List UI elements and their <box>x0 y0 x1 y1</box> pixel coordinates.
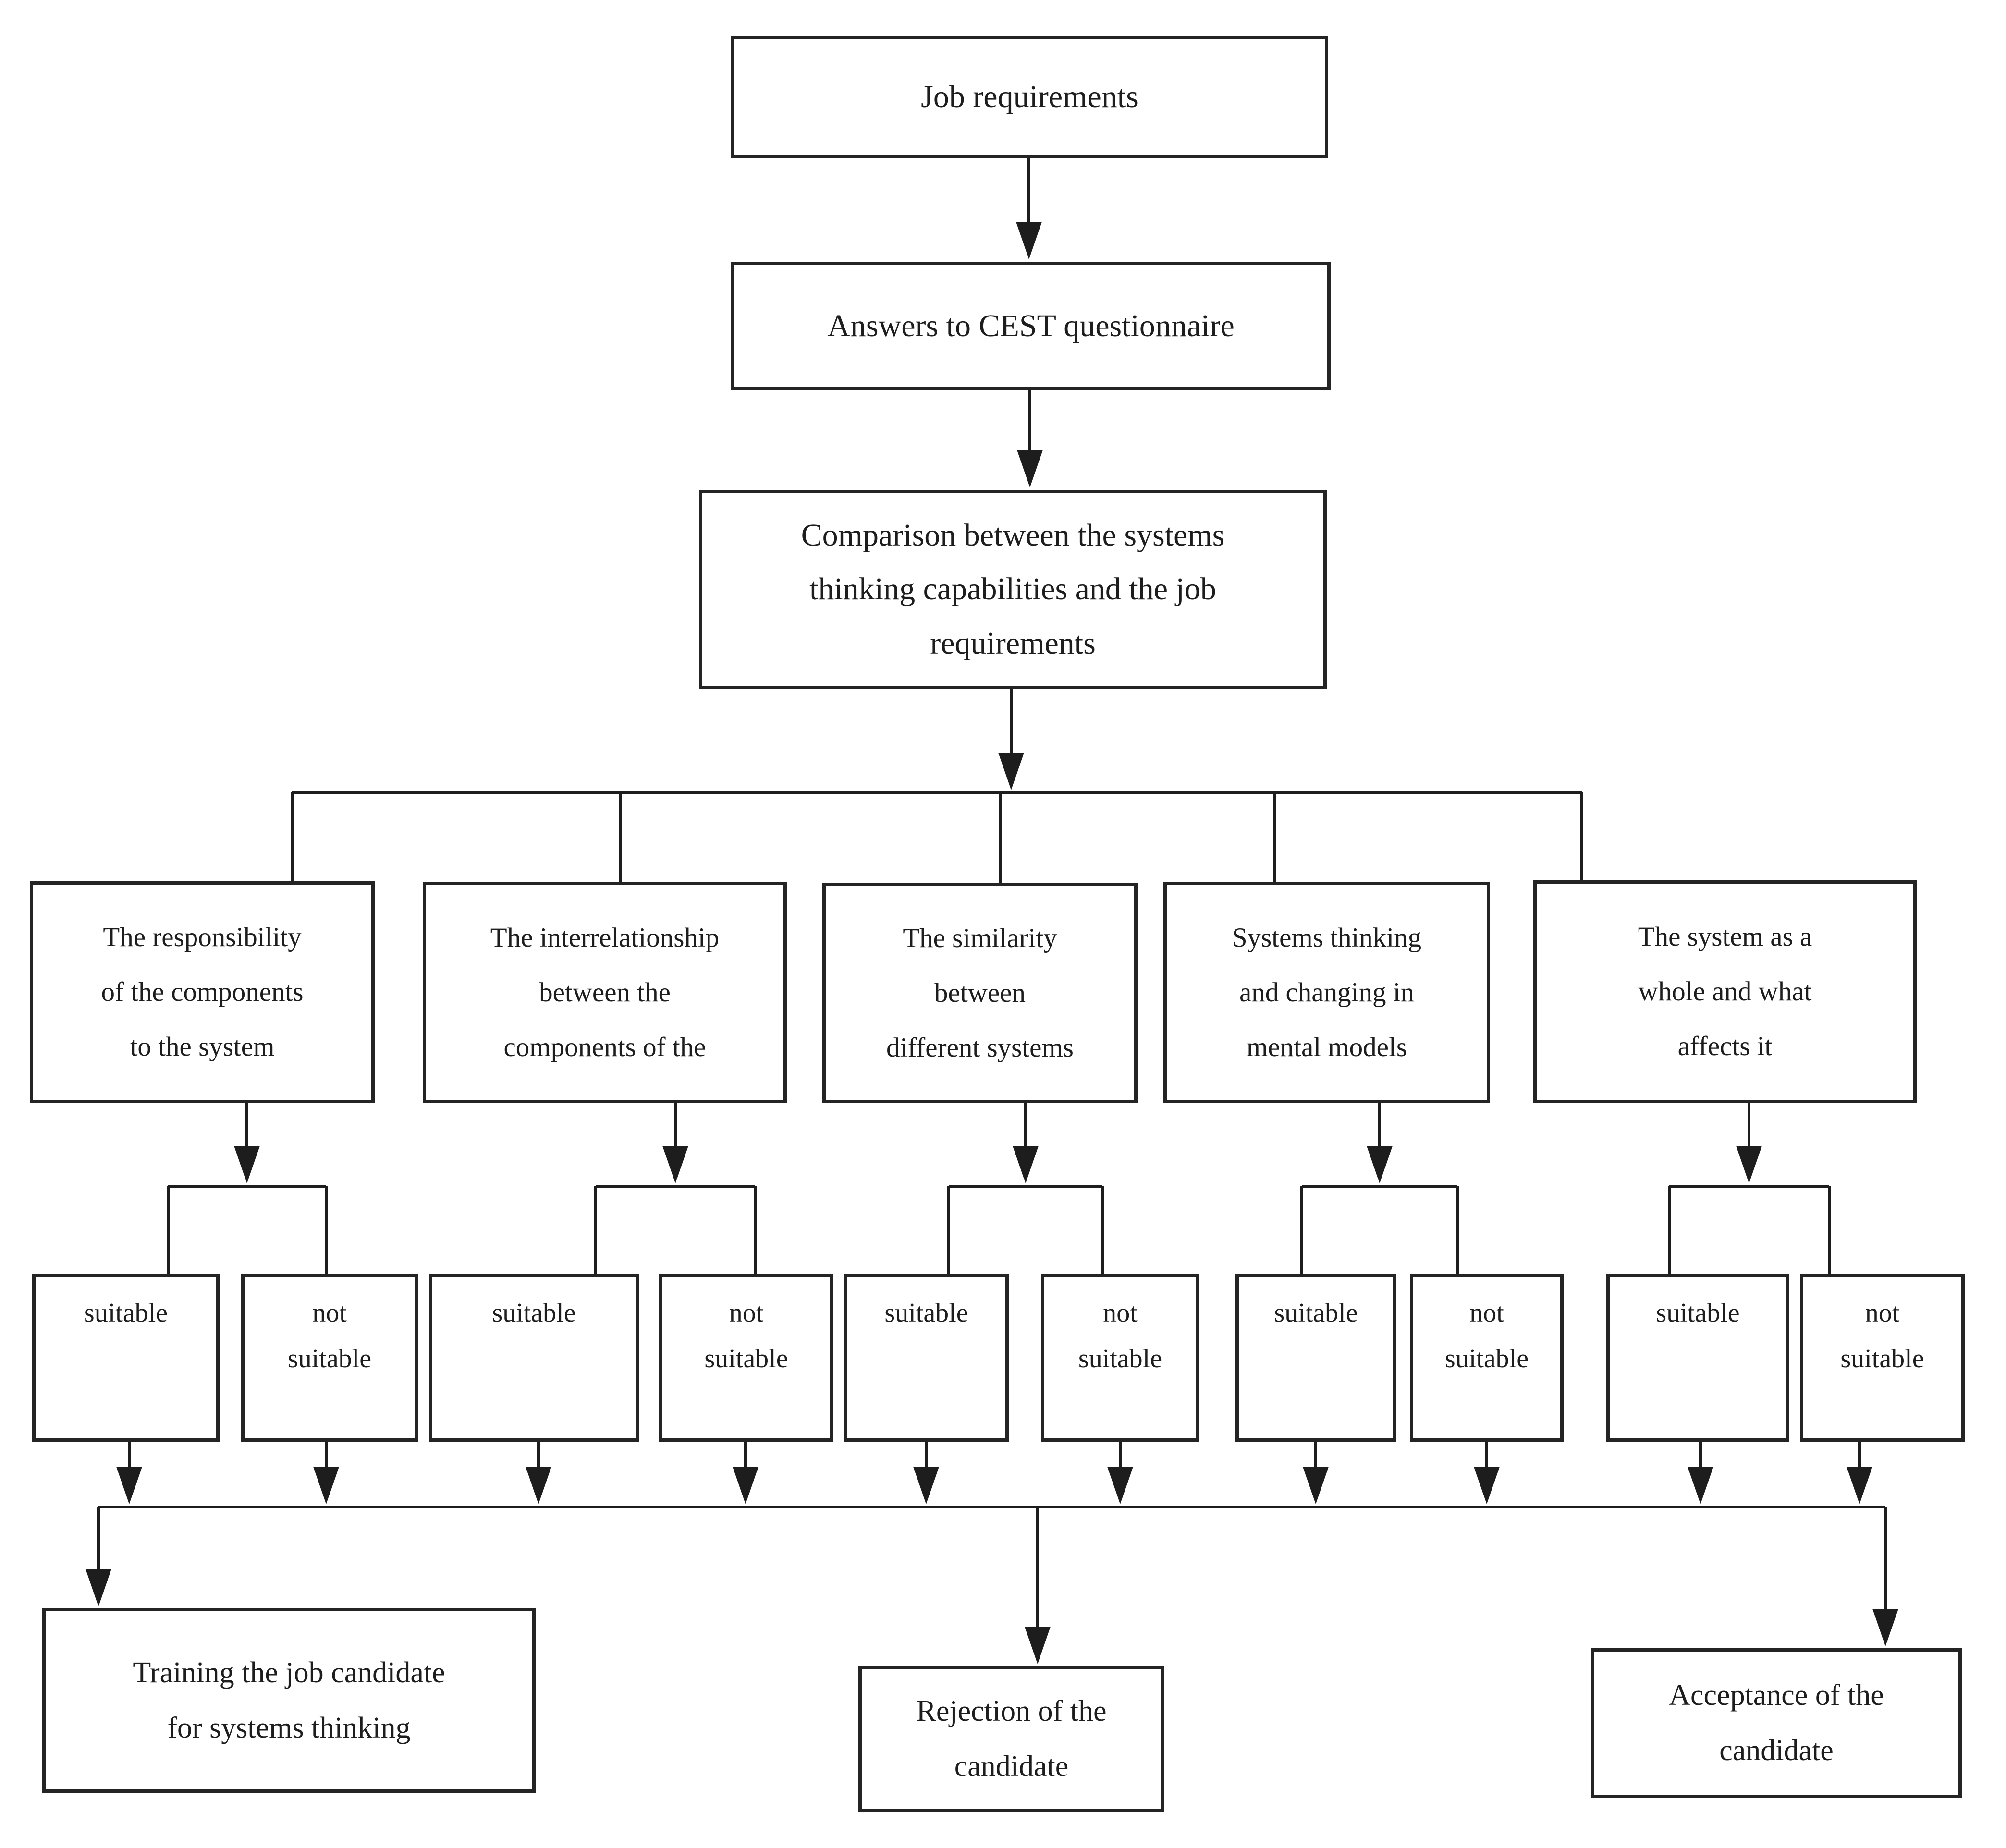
node-suitable-1: suitable <box>32 1274 220 1442</box>
connector-arrowhead <box>1107 1467 1133 1504</box>
node-label: not suitable <box>1078 1298 1162 1374</box>
connector-arrowhead <box>1688 1467 1713 1504</box>
node-suitable-4: suitable <box>1235 1274 1396 1442</box>
node-label: not suitable <box>287 1298 372 1374</box>
connector-arrowhead <box>733 1467 758 1504</box>
node-label: Acceptance of the candidate <box>1669 1679 1884 1767</box>
connector-arrowhead <box>86 1569 111 1606</box>
node-rejection: Rejection of the candidate <box>858 1666 1164 1812</box>
node-label: Job requirements <box>921 79 1138 115</box>
node-label: The interrelationship between the compon… <box>490 922 720 1062</box>
node-label: suitable <box>1656 1298 1740 1328</box>
connector-arrowhead <box>1474 1467 1500 1504</box>
node-training: Training the job candidate for systems t… <box>42 1608 536 1793</box>
node-label: Training the job candidate for systems t… <box>133 1656 445 1744</box>
node-acceptance: Acceptance of the candidate <box>1591 1648 1962 1798</box>
node-label: The responsibility of the components to … <box>101 922 304 1062</box>
connector-arrowhead <box>1303 1467 1329 1504</box>
node-label: The similarity between different systems <box>886 923 1074 1063</box>
connector-arrowhead <box>526 1467 551 1504</box>
node-label: not suitable <box>1444 1298 1529 1374</box>
connector-arrowhead <box>913 1467 939 1504</box>
node-not-suitable-2: not suitable <box>659 1274 833 1442</box>
node-not-suitable-5: not suitable <box>1800 1274 1965 1442</box>
node-suitable-5: suitable <box>1606 1274 1789 1442</box>
node-label: suitable <box>84 1298 168 1328</box>
connector-arrowhead <box>234 1146 260 1183</box>
node-capability-interrelationship: The interrelationship between the compon… <box>423 882 787 1103</box>
node-capability-system-as-whole: The system as a whole and what affects i… <box>1533 880 1917 1103</box>
node-suitable-3: suitable <box>844 1274 1009 1442</box>
node-label: Rejection of the candidate <box>916 1694 1107 1783</box>
node-capability-responsibility: The responsibility of the components to … <box>30 881 375 1103</box>
connector-arrowhead <box>1847 1467 1872 1504</box>
node-label: Comparison between the systems thinking … <box>801 518 1225 661</box>
connector-arrowhead <box>1016 222 1042 259</box>
node-not-suitable-3: not suitable <box>1041 1274 1199 1442</box>
node-job-requirements: Job requirements <box>731 36 1328 158</box>
connector-arrowhead <box>1013 1146 1039 1183</box>
node-not-suitable-1: not suitable <box>241 1274 418 1442</box>
node-label: not suitable <box>1840 1298 1924 1374</box>
node-capability-mental-models: Systems thinking and changing in mental … <box>1163 882 1490 1103</box>
node-label: suitable <box>1274 1298 1358 1328</box>
node-label: suitable <box>884 1298 968 1328</box>
node-suitable-2: suitable <box>429 1274 639 1442</box>
node-label: not suitable <box>704 1298 788 1374</box>
connector-arrowhead <box>998 753 1024 790</box>
node-not-suitable-4: not suitable <box>1410 1274 1564 1442</box>
node-label: The system as a whole and what affects i… <box>1638 922 1812 1061</box>
connector-arrowhead <box>313 1467 339 1504</box>
connector-arrowhead <box>1872 1609 1898 1646</box>
connector-arrowhead <box>1017 450 1043 487</box>
node-label: Answers to CEST questionnaire <box>827 308 1235 343</box>
node-comparison: Comparison between the systems thinking … <box>699 490 1327 689</box>
node-label: Systems thinking and changing in mental … <box>1232 922 1422 1062</box>
node-label: suitable <box>492 1298 576 1328</box>
connector-arrowhead <box>1736 1146 1762 1183</box>
connector-arrowhead <box>116 1467 142 1504</box>
node-cest-answers: Answers to CEST questionnaire <box>731 262 1331 390</box>
connector-arrowhead <box>662 1146 688 1183</box>
node-capability-similarity: The similarity between different systems <box>822 883 1138 1103</box>
connector-arrowhead <box>1367 1146 1393 1183</box>
connector-arrowhead <box>1025 1627 1051 1664</box>
